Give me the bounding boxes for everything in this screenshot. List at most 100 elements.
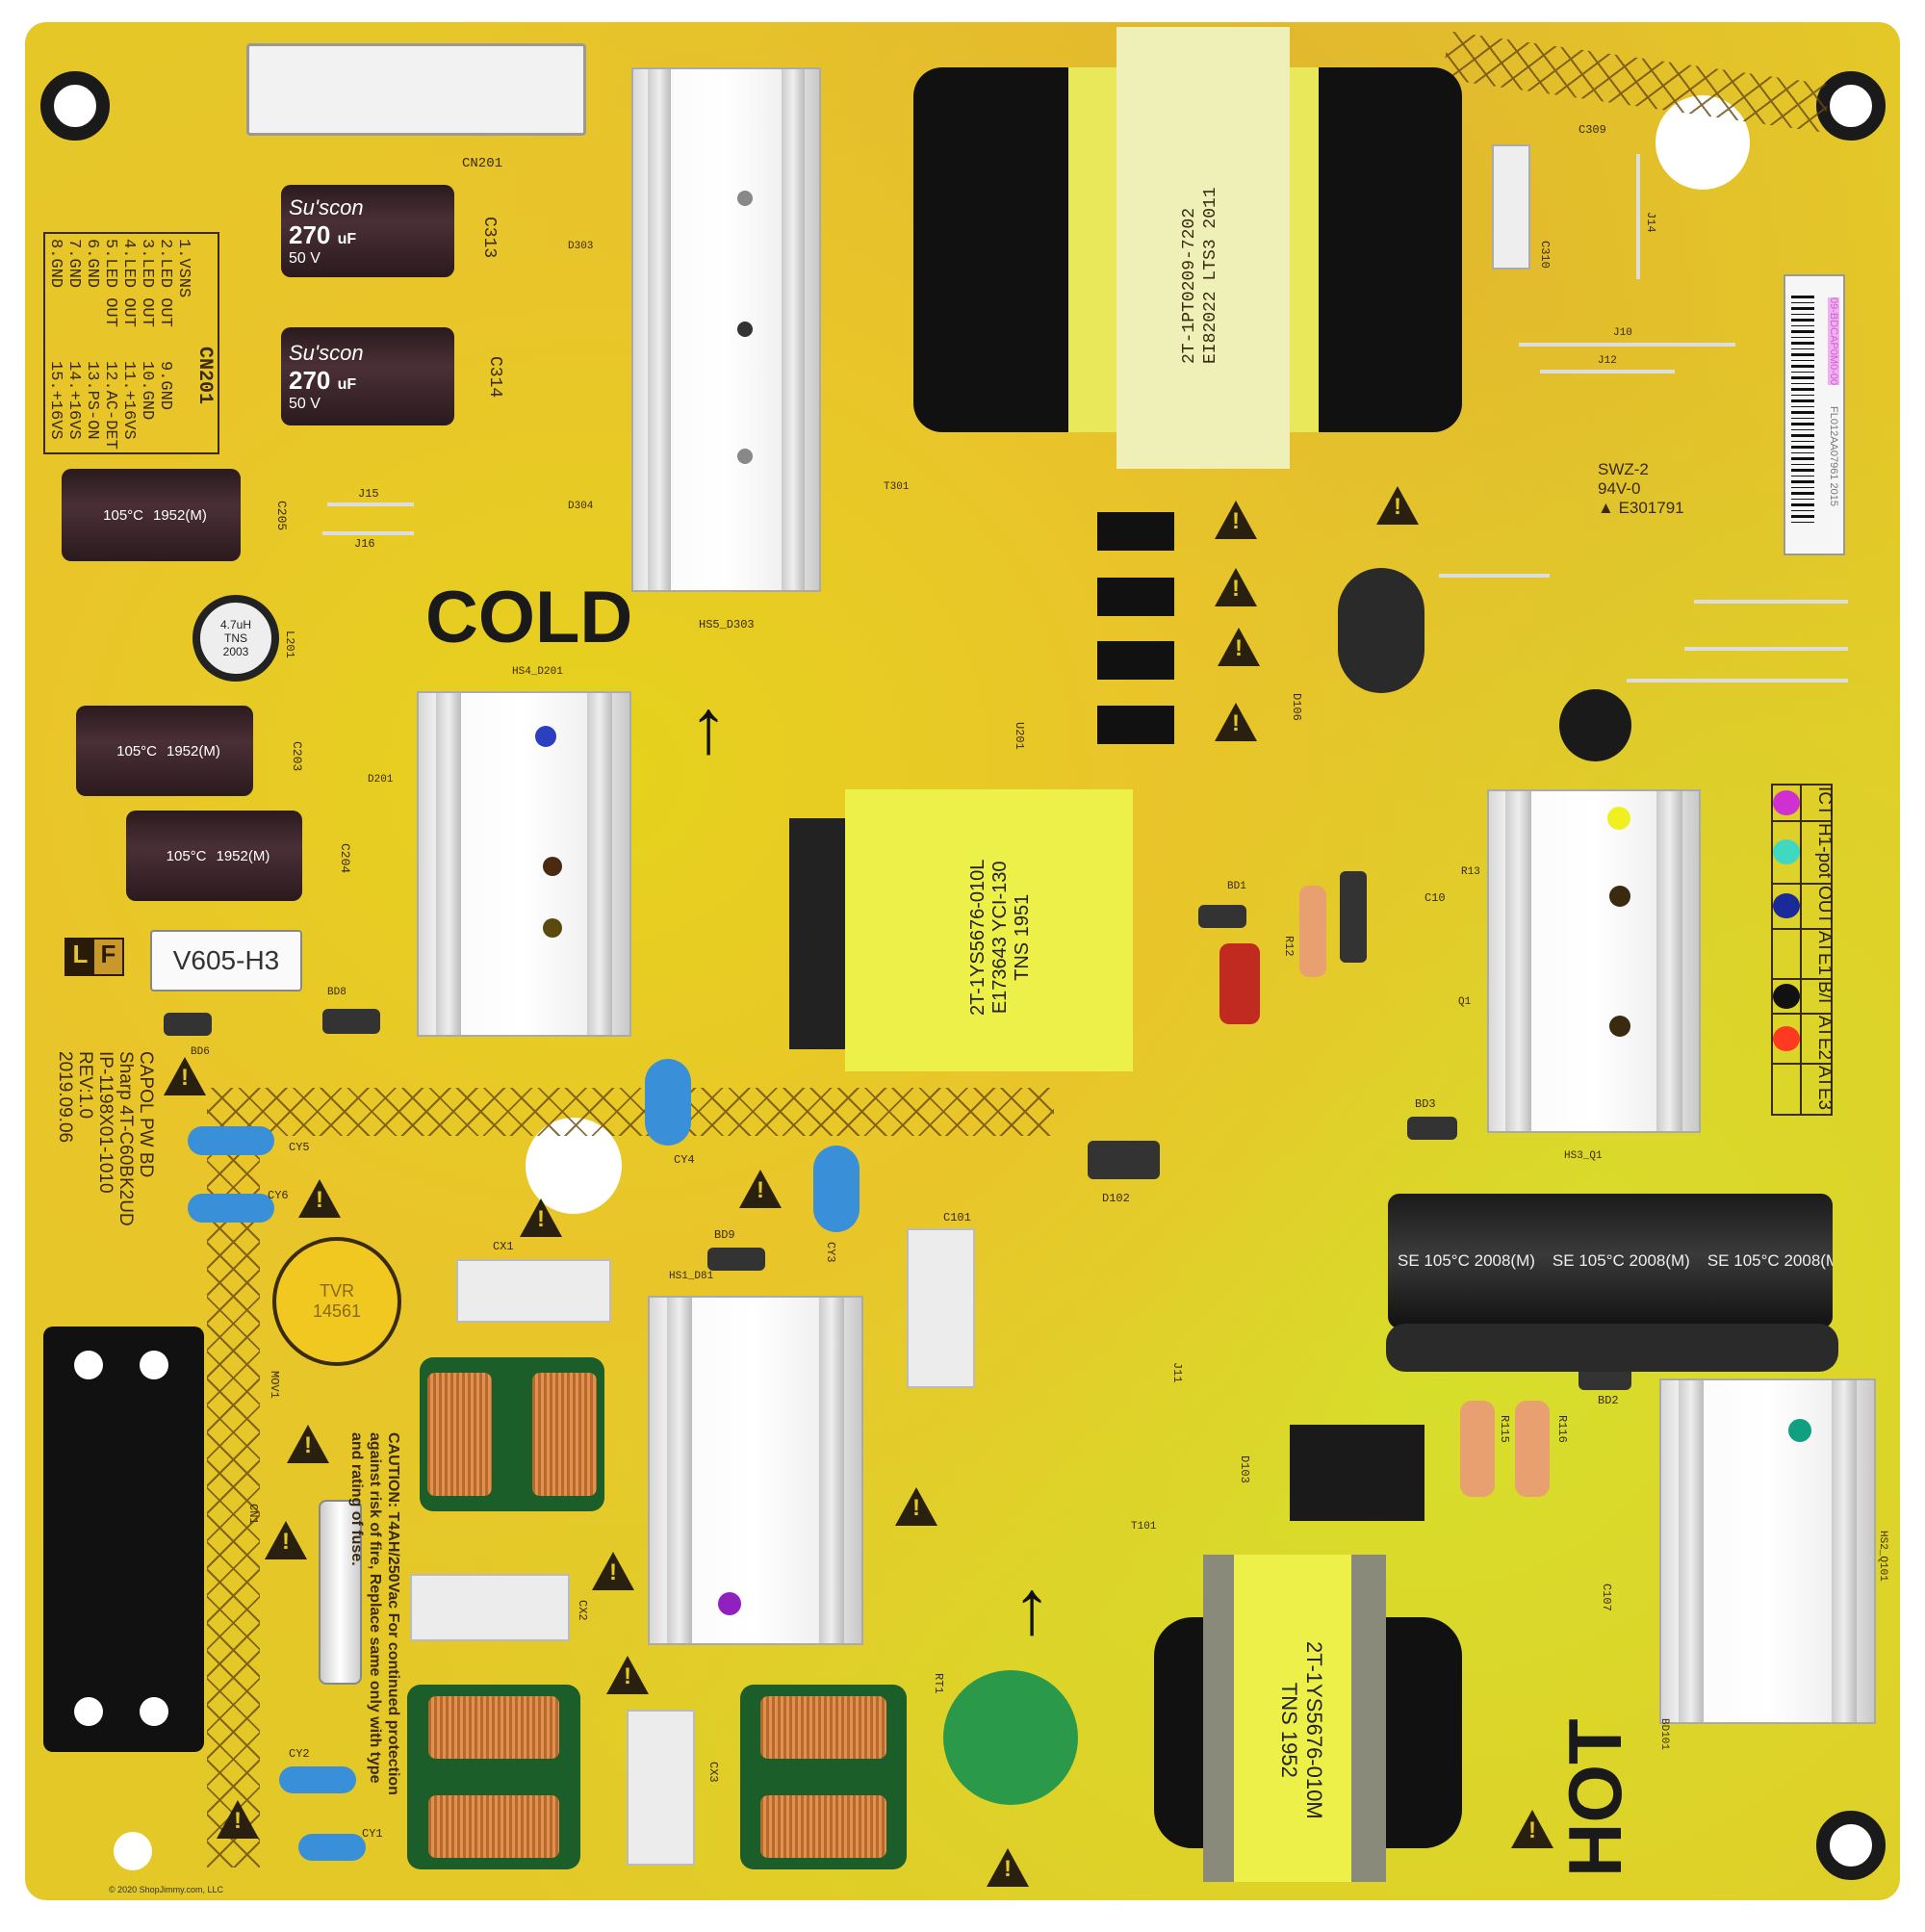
hole-icon: [1609, 1016, 1630, 1037]
varistor-mov1: TVR 14561: [272, 1237, 401, 1366]
heatsink-hs4: [417, 691, 631, 1037]
warning-icon: !: [1218, 628, 1260, 666]
ref-c310: C310: [1538, 241, 1552, 269]
cold-side-label: COLD: [425, 577, 633, 658]
test-label: B/I: [1814, 981, 1835, 1004]
transistor-d103: [1290, 1425, 1424, 1521]
screw-hole: [74, 1351, 103, 1379]
transformer-part-number: 2T-1PT0209-7202: [1180, 207, 1199, 364]
jumper-j8: [1439, 574, 1550, 578]
board-model: Sharp 4T-C60BK2UD: [116, 1051, 136, 1226]
ref-bd101: BD101: [1658, 1718, 1670, 1751]
ref-c101: C101: [943, 1211, 971, 1224]
cap-temp: 105°C: [103, 506, 143, 524]
barcode-label: 09-BDCAP0M0-00 FL012AA07961 2015: [1784, 274, 1845, 555]
test-mark: [1773, 789, 1800, 815]
ref-cy4: CY4: [674, 1153, 695, 1167]
test-row: H1-pot: [1773, 821, 1835, 885]
ref-d304: D304: [568, 501, 594, 512]
cap-marking: SE 105°C 2008(M): [1398, 1251, 1535, 1270]
optocoupler: [1097, 512, 1174, 551]
warning-icon: !: [287, 1425, 329, 1463]
pin-label: 13.PS-ON: [83, 361, 101, 440]
test-label: ATE1: [1814, 930, 1835, 975]
pin-label: 3.LED OUT: [138, 239, 156, 327]
capacitor-c314: Su'scon 270 uF 50 V: [281, 327, 454, 425]
warning-icon: !: [217, 1800, 259, 1839]
transformer-part-number: 2T-1YS5676-010L: [967, 859, 988, 1016]
test-mark: [1773, 839, 1800, 865]
ref-j14: J14: [1644, 212, 1657, 233]
ref-bd2: BD2: [1598, 1394, 1619, 1407]
cn201-pinout-box: [43, 232, 219, 454]
ref-q1: Q1: [1458, 996, 1472, 1008]
pin-label: 4.LED OUT: [119, 239, 138, 327]
hole-icon: [543, 857, 562, 876]
test-label: OUT: [1814, 885, 1835, 924]
warning-icon: !: [164, 1057, 206, 1095]
capacitor-c9: [1559, 689, 1631, 761]
ref-c107: C107: [1600, 1584, 1613, 1611]
warning-icon: !: [1376, 486, 1419, 525]
test-label: ICT: [1814, 786, 1835, 816]
inductor-brand: TNS: [224, 631, 247, 645]
hole-icon: [1609, 886, 1630, 907]
power-connector-cn1[interactable]: [43, 1327, 204, 1752]
isolation-band: [207, 1136, 260, 1868]
warning-icon: !: [298, 1179, 341, 1218]
capacitor-cx2: [410, 1574, 570, 1641]
ref-r12: R12: [1282, 936, 1296, 957]
cap-unit: uF: [337, 230, 357, 247]
cap-temp: 105°C: [166, 847, 207, 864]
resistor-r12: [1299, 886, 1326, 977]
capacitor-cx3: [627, 1710, 695, 1866]
transformer-code: EI82022 LTS3 2011: [1201, 187, 1220, 364]
test-label: ATE3: [1814, 1066, 1835, 1111]
capacitor-cy2: [279, 1766, 356, 1793]
test-status-table: ICT H1-pot OUT ATE1 B/I ATE2 ATE3: [1771, 784, 1835, 1116]
jumper-j14: [1636, 154, 1640, 279]
pin-label: 9.GND: [156, 361, 174, 411]
resistor-r116: [1515, 1401, 1550, 1497]
test-row: B/I: [1773, 980, 1835, 1015]
test-mark: [1773, 1026, 1800, 1052]
ref-hs3: HS3_Q1: [1564, 1150, 1603, 1162]
test-row: ATE1: [1773, 929, 1835, 981]
ref-l201: L201: [283, 631, 296, 658]
test-mark: [1773, 984, 1800, 1010]
ref-cx1: CX1: [493, 1240, 514, 1253]
warning-icon: !: [1511, 1810, 1553, 1848]
cert-ul: 94V-0: [1598, 479, 1641, 498]
ref-cn201: CN201: [462, 156, 503, 171]
pin-label: 15.+16VS: [46, 361, 64, 440]
barcode-bottom-text: FL012AA07961 2015: [1828, 406, 1839, 506]
board-date: 2019.09.06: [55, 1051, 75, 1144]
electrolytic-capacitor: [1338, 568, 1424, 693]
transformer-t101-label: [1234, 1555, 1351, 1882]
fuse-caution-text: CAUTION: T4AH/250Vac For continued prote…: [348, 1432, 401, 1795]
arrow-up-icon: ↑: [689, 683, 728, 769]
capacitor-cy3: [813, 1146, 860, 1232]
ref-d106: D106: [1290, 693, 1303, 721]
jumper-j10: [1519, 343, 1735, 347]
screw-icon: [737, 449, 753, 464]
cn201-connector[interactable]: [246, 43, 586, 136]
heatsink-hs1: [648, 1296, 863, 1645]
ref-cy3: CY3: [824, 1242, 837, 1263]
jumper-j9: [1694, 600, 1848, 604]
ref-mov1: MOV1: [268, 1371, 281, 1399]
test-row: OUT: [1773, 884, 1835, 930]
varistor-code: 14561: [312, 1301, 362, 1321]
ref-t301: T301: [884, 481, 910, 493]
test-label: H1-pot: [1814, 822, 1835, 878]
barcode-top-text: 09-BDCAP0M0-00: [1828, 297, 1839, 386]
ref-bd3: BD3: [1415, 1097, 1436, 1111]
cap-value: 270: [289, 365, 331, 395]
arrow-up-icon: ↑: [1013, 1564, 1051, 1650]
barcode-icon: [1791, 296, 1814, 527]
fiducial-dot: [114, 1832, 152, 1870]
pin-label: 12.AC-DET: [101, 361, 119, 450]
warning-icon: !: [265, 1521, 307, 1559]
cap-temp: 105°C: [116, 742, 157, 760]
